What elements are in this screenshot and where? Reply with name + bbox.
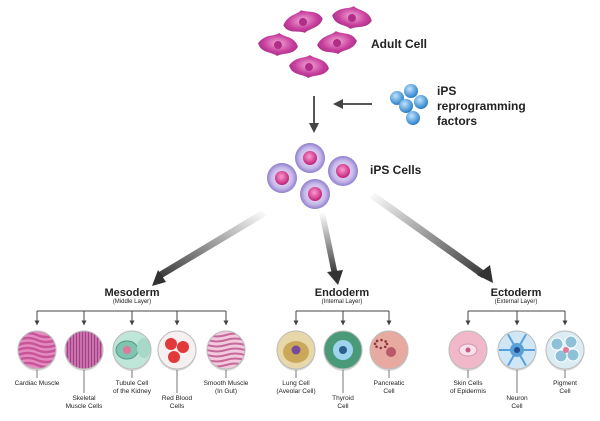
ips-factors-line-1: iPS bbox=[437, 84, 457, 98]
ips-factors-label: iPS reprogramming factors bbox=[437, 84, 526, 129]
arrow-to-endoderm bbox=[319, 212, 338, 275]
smooth-muscle-icon bbox=[206, 330, 246, 371]
mesoderm-bracket bbox=[34, 310, 229, 326]
arrow-to-mesoderm bbox=[156, 210, 266, 280]
endoderm-title: Endoderm bbox=[314, 287, 370, 299]
kidney-tubule-icon bbox=[112, 330, 152, 371]
mesoderm-subtitle: (Middle Layer) bbox=[112, 299, 152, 305]
ips-factors-line-2: reprogramming bbox=[437, 99, 526, 113]
ips-cells-icon bbox=[267, 143, 358, 209]
arrow-to-endoderm-head bbox=[327, 270, 343, 285]
pancreatic-cell-icon bbox=[369, 330, 409, 371]
ectoderm-subtitle: (External Layer) bbox=[494, 299, 538, 305]
cell-label-lung: Lung Cell(Aveolar Cell) bbox=[276, 380, 316, 395]
label-pointers bbox=[36, 370, 566, 393]
adult-cell-label: Adult Cell bbox=[371, 37, 427, 51]
mesoderm-title: Mesoderm bbox=[104, 287, 160, 299]
neuron-cell-icon bbox=[497, 330, 537, 371]
lung-cell-icon bbox=[276, 330, 316, 371]
adult-cells-icon bbox=[258, 6, 372, 78]
ips-cells-label: iPS Cells bbox=[370, 163, 422, 177]
arrow-to-ectoderm bbox=[370, 192, 486, 278]
endoderm-bracket bbox=[293, 310, 392, 326]
ectoderm-bracket bbox=[465, 310, 568, 326]
cell-label-cardiac-muscle: Cardiac Muscle bbox=[14, 380, 60, 387]
pigment-cell-icon bbox=[545, 330, 585, 371]
skeletal-muscle-icon bbox=[64, 330, 104, 371]
red-blood-cell-icon bbox=[157, 330, 197, 371]
ectoderm-title: Ectoderm bbox=[490, 287, 542, 299]
cardiac-muscle-icon bbox=[17, 330, 57, 371]
arrow-to-mesoderm-head bbox=[152, 270, 166, 286]
reprogramming-factors-icon bbox=[390, 84, 428, 125]
arrow-to-ectoderm-head bbox=[477, 265, 493, 283]
thyroid-cell-icon bbox=[323, 330, 363, 371]
endoderm-subtitle: (Internal Layer) bbox=[321, 299, 363, 305]
cell-label-smooth-muscle: Smooth Muscle(In Gut) bbox=[203, 380, 249, 395]
skin-cell-icon bbox=[448, 330, 488, 371]
ips-factors-line-3: factors bbox=[437, 114, 478, 128]
